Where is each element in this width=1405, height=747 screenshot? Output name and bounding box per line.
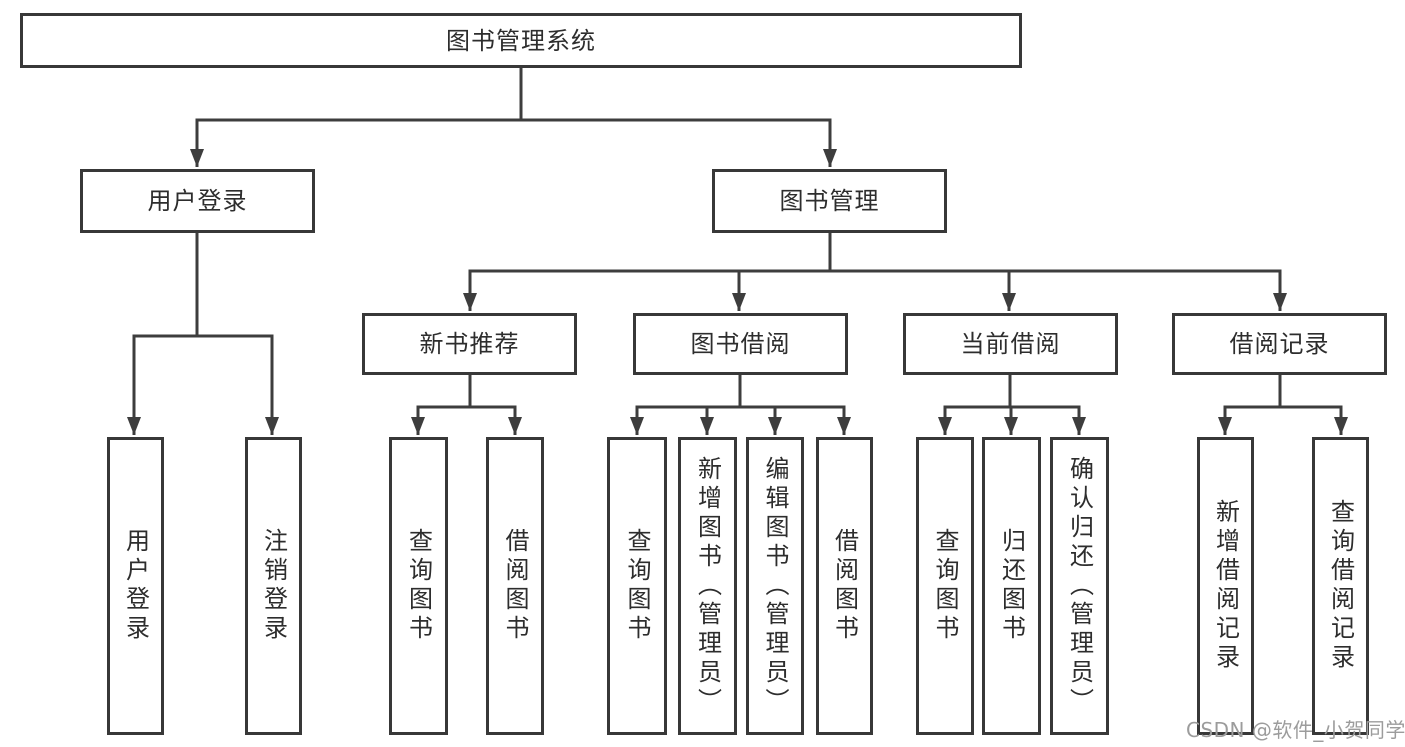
leaf-current-query-books: 查询图书 [916,437,974,735]
node-book-borrowing: 图书借阅 [633,313,848,375]
leaf-newbook-query-books: 查询图书 [389,437,448,735]
leaf-user-login: 用户登录 [107,437,164,735]
leaf-current-confirm-return-admin: 确认归还（管理员） [1050,437,1109,735]
leaf-borrow-query-books: 查询图书 [607,437,667,735]
leaf-borrow-add-books-admin: 新增图书（管理员） [678,437,737,735]
leaf-borrow-borrow-books: 借阅图书 [816,437,873,735]
leaf-logout-login: 注销登录 [245,437,302,735]
node-root-system: 图书管理系统 [20,13,1022,68]
node-borrowing-records: 借阅记录 [1172,313,1387,375]
leaf-records-query-record: 查询借阅记录 [1312,437,1369,735]
node-user-login: 用户登录 [80,169,315,233]
leaf-newbook-borrow-books: 借阅图书 [486,437,544,735]
leaf-records-add-record: 新增借阅记录 [1197,437,1254,735]
watermark: CSDN @软件_小贺同学 [1186,718,1405,742]
leaf-borrow-edit-books-admin: 编辑图书（管理员） [746,437,804,735]
node-current-borrowing: 当前借阅 [903,313,1118,375]
leaf-current-return-books: 归还图书 [982,437,1041,735]
node-book-management: 图书管理 [712,169,947,233]
node-new-book-recommendation: 新书推荐 [362,313,577,375]
